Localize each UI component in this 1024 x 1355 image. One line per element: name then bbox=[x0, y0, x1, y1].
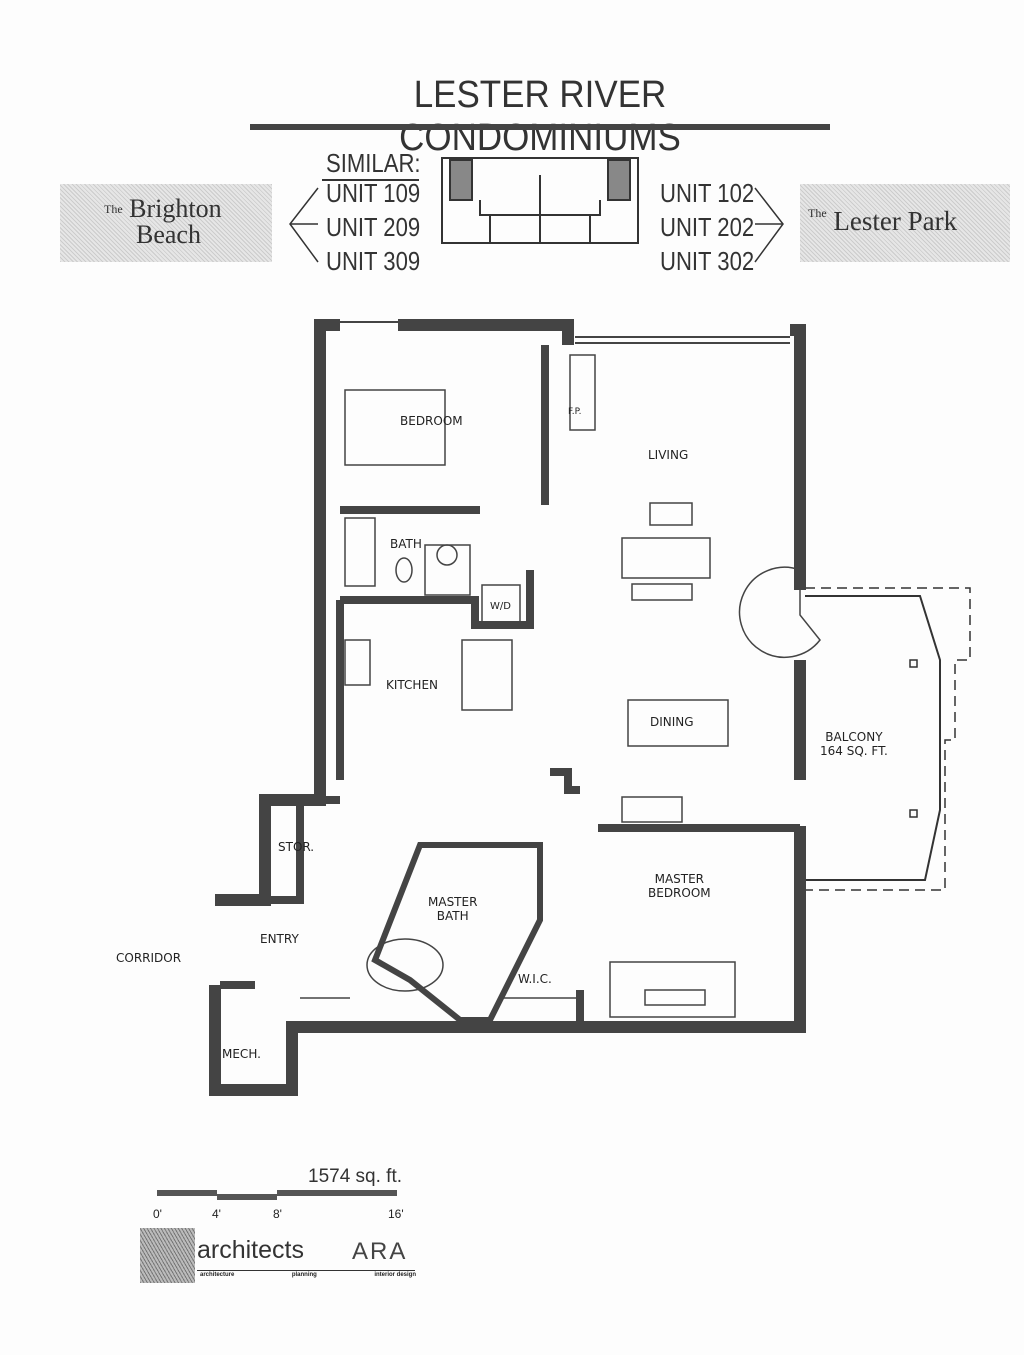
interior-walls bbox=[220, 345, 800, 1025]
scale-bar bbox=[157, 1190, 397, 1204]
unit-label: UNIT 109 bbox=[326, 178, 421, 208]
room-living: LIVING bbox=[648, 448, 689, 462]
brand-name-line2: Beach bbox=[136, 220, 201, 249]
unit-label: UNIT 202 bbox=[660, 212, 755, 242]
room-kitchen: KITCHEN bbox=[386, 678, 438, 692]
room-washer-dryer: W/D bbox=[490, 601, 511, 612]
brighton-beach-badge: The Brighton Beach bbox=[60, 184, 272, 262]
room-bath: BATH bbox=[390, 537, 422, 551]
label-line: BATH bbox=[436, 909, 469, 923]
room-fireplace: F.P. bbox=[568, 407, 582, 417]
scale-tick: 0' bbox=[153, 1207, 162, 1221]
brand-prefix: The bbox=[104, 202, 123, 216]
firm-logo-block bbox=[140, 1228, 195, 1283]
similar-label: SIMILAR: bbox=[326, 148, 421, 178]
ara-logo: ARA bbox=[352, 1238, 408, 1265]
label-line: MASTER bbox=[428, 895, 478, 909]
room-entry: ENTRY bbox=[260, 932, 299, 946]
unit-label: UNIT 209 bbox=[326, 212, 421, 242]
unit-label: UNIT 302 bbox=[660, 246, 755, 276]
scale-tick: 4' bbox=[212, 1207, 221, 1221]
room-storage: STOR. bbox=[278, 840, 315, 854]
brand-name-line1: Brighton bbox=[129, 194, 222, 223]
exterior-walls bbox=[209, 319, 806, 1096]
room-master-bedroom: MASTER BEDROOM bbox=[648, 872, 711, 900]
balcony-area: 164 SQ. FT. bbox=[820, 744, 888, 758]
brand-name: Lester Park bbox=[833, 206, 958, 236]
unit-label: UNIT 309 bbox=[326, 246, 421, 276]
windows bbox=[340, 321, 806, 1015]
room-master-bath: MASTER BATH bbox=[428, 895, 477, 923]
unit-key-arrows bbox=[289, 187, 784, 263]
firm-services: architecture planning interior design bbox=[200, 1272, 416, 1278]
lester-park-badge: The Lester Park bbox=[800, 184, 1010, 262]
brand-prefix: The bbox=[808, 206, 827, 220]
total-area: 1574 sq. ft. bbox=[308, 1166, 403, 1187]
room-balcony: BALCONY 164 SQ. FT. bbox=[820, 730, 888, 758]
label-line: MASTER bbox=[654, 872, 705, 886]
building-key-plan bbox=[441, 157, 639, 244]
room-walk-in-closet: W.I.C. bbox=[518, 972, 552, 986]
label-line: BEDROOM bbox=[648, 886, 711, 900]
left-unit-list: UNIT 109 UNIT 209 UNIT 309 bbox=[326, 176, 420, 278]
balcony-rail bbox=[805, 595, 941, 881]
scale-tick: 16' bbox=[388, 1207, 404, 1221]
title-rule bbox=[250, 124, 830, 130]
scale-tick: 8' bbox=[273, 1207, 282, 1221]
unit-label: UNIT 102 bbox=[660, 178, 755, 208]
balcony-outline bbox=[805, 587, 971, 891]
room-mechanical: MECH. bbox=[222, 1047, 261, 1061]
room-bedroom: BEDROOM bbox=[400, 414, 463, 428]
right-unit-list: UNIT 102 UNIT 202 UNIT 302 bbox=[660, 176, 754, 278]
room-dining: DINING bbox=[650, 715, 694, 729]
service-label: interior design bbox=[374, 1272, 416, 1278]
service-label: planning bbox=[291, 1272, 317, 1278]
balcony-label: BALCONY bbox=[825, 730, 883, 744]
firm-name: architects bbox=[197, 1236, 304, 1264]
corridor-label: CORRIDOR bbox=[116, 951, 182, 965]
fixtures bbox=[300, 354, 821, 1018]
service-label: architecture bbox=[200, 1272, 235, 1278]
